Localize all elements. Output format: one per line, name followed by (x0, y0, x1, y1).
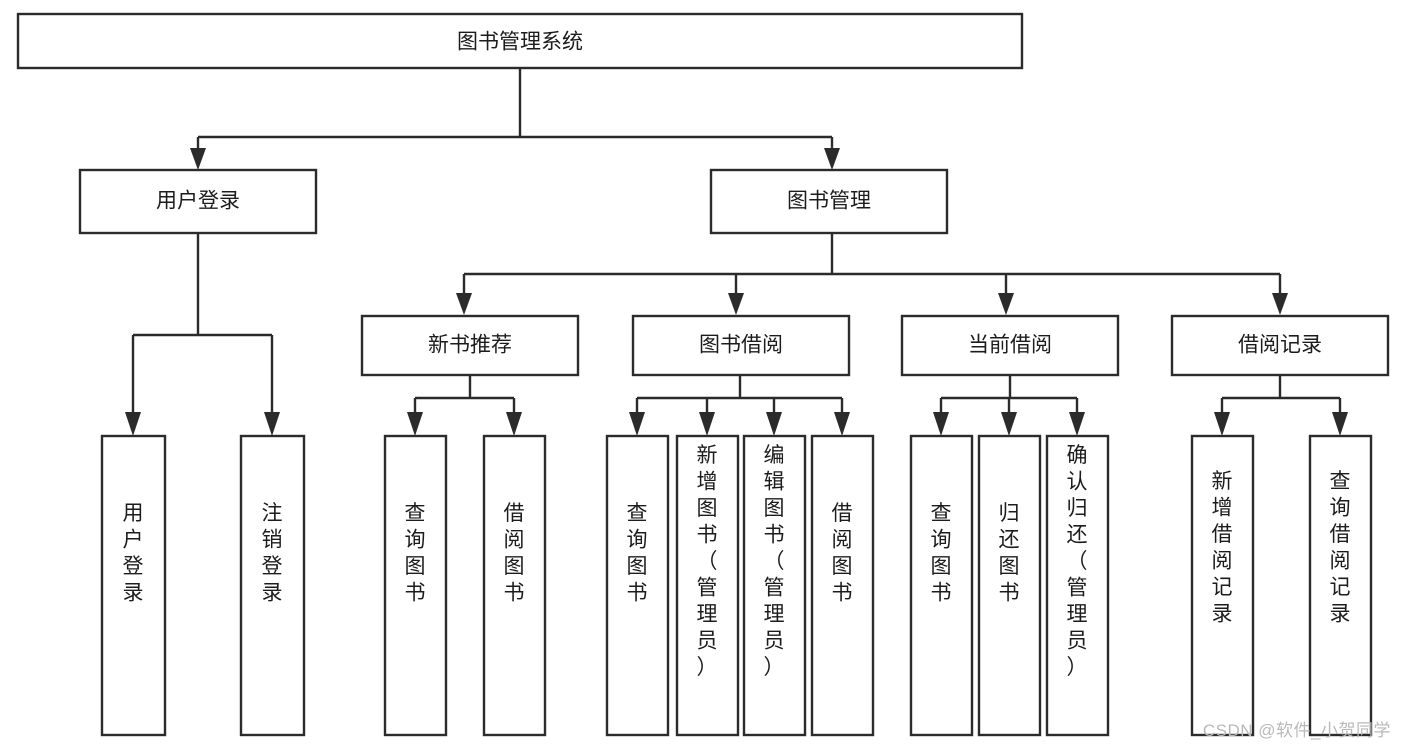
current-borrow-label: 当前借阅 (968, 334, 1052, 357)
leaf-borrow-book-2-label: 借阅图书 (832, 502, 853, 605)
book-manage-label: 图书管理 (787, 190, 871, 213)
arrowhead-leaf-add-record (1214, 412, 1230, 436)
arrowhead-leaf-query-book-1 (407, 412, 423, 436)
node-leaf-user-login[interactable]: 用户登录 (100, 434, 167, 737)
arrowhead-borrow-record (1272, 293, 1288, 315)
leaf-add-record-label: 新增借阅记录 (1212, 470, 1233, 626)
node-leaf-borrow-book-1[interactable]: 借阅图书 (482, 434, 547, 737)
arrowhead-user-login (190, 148, 206, 170)
leaf-logout-login-label: 注销登录 (262, 502, 283, 605)
user-login-box[interactable] (78, 168, 318, 235)
arrowhead-leaf-return-book (1001, 412, 1017, 436)
current-borrow-box[interactable] (900, 314, 1120, 377)
arrowhead-leaf-borrow-book-2 (834, 412, 850, 436)
arrowhead-leaf-edit-book (766, 412, 782, 436)
arrowhead-book-borrow (728, 293, 744, 315)
leaf-query-book-1-box[interactable] (383, 434, 448, 737)
root-label: 图书管理系统 (457, 31, 583, 54)
arrowhead-new-book-rec (456, 293, 472, 315)
node-leaf-confirm-return[interactable]: 确认归还（管理员） (1045, 434, 1110, 737)
leaf-confirm-return-label: 确认归还（管理员） (1067, 444, 1088, 679)
node-leaf-add-record[interactable]: 新增借阅记录 (1190, 434, 1255, 737)
node-leaf-logout-login[interactable]: 注销登录 (239, 434, 306, 737)
connector-layer (125, 68, 1348, 436)
book-borrow-box[interactable] (631, 314, 851, 377)
arrowhead-leaf-borrow-book-1 (506, 412, 522, 436)
node-leaf-query-record[interactable]: 查询借阅记录 (1308, 434, 1373, 737)
node-leaf-query-book-2[interactable]: 查询图书 (605, 434, 670, 737)
root-box[interactable] (16, 12, 1024, 70)
borrow-record-label: 借阅记录 (1238, 334, 1322, 357)
csdn-watermark: CSDN @软件_小贺同学 (1202, 721, 1391, 740)
leaf-logout-login-box[interactable] (239, 434, 306, 737)
node-leaf-query-book-3[interactable]: 查询图书 (909, 434, 974, 737)
arrowhead-leaf-add-book (699, 412, 715, 436)
node-user-login[interactable]: 用户登录 (78, 168, 318, 235)
new-book-rec-label: 新书推荐 (428, 334, 512, 357)
leaf-user-login-box[interactable] (100, 434, 167, 737)
arrowhead-leaf-query-record (1332, 412, 1348, 436)
leaf-query-record-box[interactable] (1308, 434, 1373, 737)
leaf-return-book-box[interactable] (977, 434, 1042, 737)
leaf-user-login-label: 用户登录 (123, 502, 144, 605)
node-book-manage[interactable]: 图书管理 (709, 168, 949, 235)
leaf-query-book-3-label: 查询图书 (931, 502, 952, 605)
leaf-add-record-box[interactable] (1190, 434, 1255, 737)
book-manage-box[interactable] (709, 168, 949, 235)
leaf-return-book-label: 归还图书 (999, 502, 1020, 605)
user-login-label: 用户登录 (156, 190, 240, 213)
arrowhead-leaf-confirm-return (1069, 412, 1085, 436)
leaf-query-book-2-label: 查询图书 (627, 502, 648, 605)
leaf-borrow-book-2-box[interactable] (810, 434, 875, 737)
arrowhead-leaf-user-login (125, 412, 141, 436)
leaf-query-record-label: 查询借阅记录 (1330, 470, 1351, 626)
arrowhead-current-borrow (998, 293, 1014, 315)
new-book-rec-box[interactable] (360, 314, 580, 377)
book-borrow-label: 图书借阅 (699, 334, 783, 357)
leaf-borrow-book-1-box[interactable] (482, 434, 547, 737)
node-leaf-query-book-1[interactable]: 查询图书 (383, 434, 448, 737)
arrowhead-leaf-query-book-3 (933, 412, 949, 436)
leaf-query-book-3-box[interactable] (909, 434, 974, 737)
leaf-query-book-1-label: 查询图书 (405, 502, 426, 605)
node-leaf-edit-book[interactable]: 编辑图书（管理员） (742, 434, 807, 737)
leaf-query-book-2-box[interactable] (605, 434, 670, 737)
node-new-book-rec[interactable]: 新书推荐 (360, 314, 580, 377)
arrowhead-book-manage (824, 148, 840, 170)
node-leaf-add-book[interactable]: 新增图书（管理员） (675, 434, 740, 737)
node-current-borrow[interactable]: 当前借阅 (900, 314, 1120, 377)
node-leaf-return-book[interactable]: 归还图书 (977, 434, 1042, 737)
node-borrow-record[interactable]: 借阅记录 (1170, 314, 1390, 377)
arrowhead-leaf-query-book-2 (629, 412, 645, 436)
leaf-confirm-return-box[interactable] (1045, 434, 1110, 737)
node-book-borrow[interactable]: 图书借阅 (631, 314, 851, 377)
leaf-add-book-label: 新增图书（管理员） (697, 444, 718, 679)
node-leaf-borrow-book-2[interactable]: 借阅图书 (810, 434, 875, 737)
arrowhead-leaf-logout-login (264, 412, 280, 436)
leaf-borrow-book-1-label: 借阅图书 (504, 502, 525, 605)
leaf-edit-book-label: 编辑图书（管理员） (764, 444, 785, 679)
borrow-record-box[interactable] (1170, 314, 1390, 377)
leaf-add-book-box[interactable] (675, 434, 740, 737)
node-root[interactable]: 图书管理系统 (16, 12, 1024, 70)
leaf-edit-book-box[interactable] (742, 434, 807, 737)
